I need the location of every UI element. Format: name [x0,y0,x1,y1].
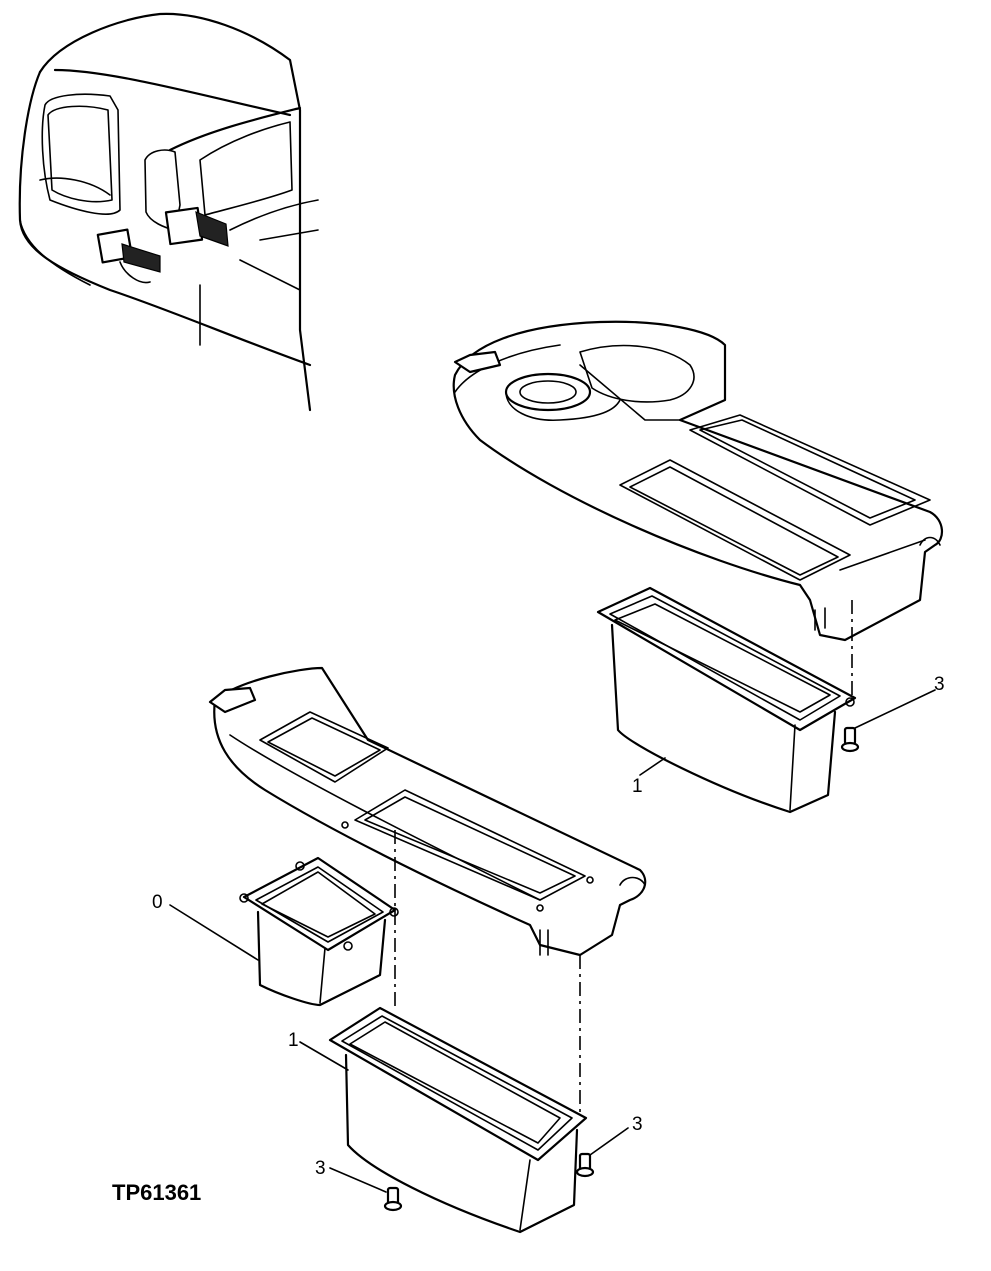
leader-line [169,904,259,961]
upper-console-assembly [452,320,943,642]
callout-storage-box-lower: 1 [288,1030,299,1051]
leader-line [589,1127,629,1156]
leader-line [854,689,936,729]
leader-line [329,1167,387,1193]
storage-box-upper [596,586,857,814]
figure-id: TP61361 [112,1180,201,1205]
callout-screw-lower-right: 3 [632,1114,643,1135]
leader-line [639,757,666,776]
screw-lower-left [383,1186,403,1212]
lower-console-assembly [208,666,647,957]
callout-storage-box-upper: 1 [632,776,643,797]
leader-line [299,1041,349,1071]
callout-screw-upper: 3 [934,674,945,695]
screw-upper [840,726,860,753]
screw-lower-right [575,1152,595,1178]
small-box [239,856,399,1007]
callout-screw-lower-left: 3 [315,1158,326,1179]
storage-box-lower [328,1006,588,1234]
callout-small-box: 0 [152,892,163,913]
cab-locator-view [18,12,319,412]
